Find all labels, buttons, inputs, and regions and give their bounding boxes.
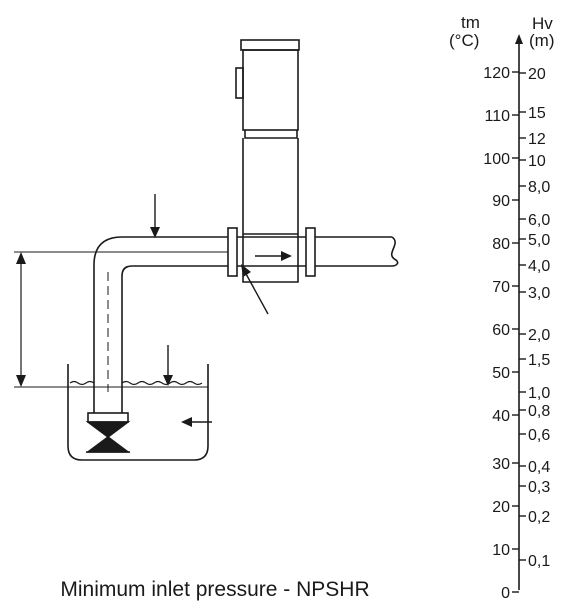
outlet-flange <box>305 227 316 277</box>
foot-valve <box>85 412 131 453</box>
head-tick-label: 1,0 <box>528 385 550 402</box>
motor-flange <box>244 130 298 139</box>
temperature-tick-label: 30 <box>492 456 510 473</box>
temperature-tick-label: 0 <box>501 585 510 602</box>
head-tick-label: 15 <box>528 105 546 122</box>
temperature-unit-symbol: tm <box>461 13 480 32</box>
head-unit-symbol: Hv <box>532 14 553 33</box>
water-surface <box>68 380 208 388</box>
head-tick-label: 5,0 <box>528 232 550 249</box>
pump-inlet-pointer <box>241 264 269 315</box>
temperature-tick-label: 120 <box>483 65 510 82</box>
temperature-tick-label: 80 <box>492 236 510 253</box>
suction-height-dimension <box>14 251 228 388</box>
temperature-tick-label: 90 <box>492 193 510 210</box>
temperature-tick-label: 10 <box>492 542 510 559</box>
motor-housing <box>242 49 299 131</box>
head-tick-label: 0,1 <box>528 553 550 570</box>
head-tick-label: 2,0 <box>528 327 550 344</box>
liquid-temperature-arrow <box>181 417 212 427</box>
discharge-pipe <box>237 236 399 267</box>
head-tick-label: 0,4 <box>528 459 550 476</box>
head-tick-label: 8,0 <box>528 179 550 196</box>
inlet-flange <box>227 227 238 277</box>
head-unit: (m) <box>529 31 554 50</box>
head-tick-label: 4,0 <box>528 258 550 275</box>
pipe-pressure-arrow <box>150 194 160 238</box>
figure-caption: Minimum inlet pressure - NPSHR <box>60 578 370 601</box>
head-scale: 20 15 12 10 8,0 6,0 5,0 4,0 3,0 2,0 1,5 1,00,8 0,6 0,… <box>519 66 550 570</box>
temperature-tick-label: 100 <box>483 151 510 168</box>
temperature-unit: (°C) <box>449 31 479 50</box>
scale-arrow <box>515 34 523 44</box>
head-tick-label: 12 <box>528 131 546 148</box>
head-tick-label: 10 <box>528 153 546 170</box>
surface-pressure-arrow <box>163 345 173 386</box>
head-tick-label: 3,0 <box>528 285 550 302</box>
terminal-box <box>235 67 244 99</box>
temperature-tick-label: 110 <box>484 108 510 125</box>
pump-column <box>242 138 299 234</box>
temperature-tick-label: 40 <box>492 408 510 425</box>
temperature-tick-label: 70 <box>492 279 510 296</box>
head-tick-label: 0,6 <box>528 427 550 444</box>
temperature-tick-label: 20 <box>492 499 510 516</box>
head-tick-label: 0,2 <box>528 509 550 526</box>
pump-motor <box>235 39 300 139</box>
nomogram-scale: tm (°C) Hv (m) 1201101009080706050403020… <box>449 13 554 602</box>
temperature-tick-label: 60 <box>492 322 510 339</box>
supply-tank <box>67 364 209 461</box>
head-tick-label: 0,8 <box>528 403 550 420</box>
head-tick-label: 1,5 <box>528 352 550 369</box>
head-tick-label: 0,3 <box>528 479 550 496</box>
head-tick-label: 6,0 <box>528 212 550 229</box>
head-tick-label: 20 <box>528 66 546 83</box>
flow-arrow <box>255 251 292 261</box>
motor-top-cap <box>240 39 300 51</box>
pump-body <box>227 227 316 283</box>
temperature-tick-label: 50 <box>492 365 510 382</box>
pipe-break <box>390 236 399 267</box>
